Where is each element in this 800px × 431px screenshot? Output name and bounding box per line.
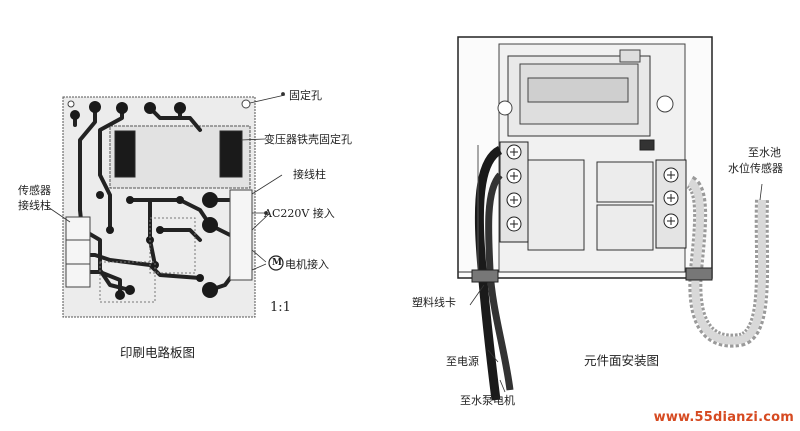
left-cables: [471, 145, 514, 401]
label-transformer-hole: 变压器铁壳固定孔: [264, 133, 352, 146]
label-motor: 电机接入: [285, 258, 329, 271]
left-terminal-block: [499, 141, 529, 243]
sensor-terminal-block: [65, 216, 91, 288]
assembly-box: [457, 36, 713, 279]
cable-clamp: [471, 269, 499, 283]
label-to-pool-line2: 水位传感器: [728, 162, 783, 175]
transformer-winding-right: [219, 130, 243, 178]
relay-left: [527, 159, 585, 251]
label-to-power: 至电源: [446, 355, 479, 368]
scale-label: 1:1: [270, 300, 291, 315]
label-cable-clamp: 塑料线卡: [412, 296, 456, 309]
assembly-leaders: [469, 183, 763, 393]
label-fixing-hole: 固定孔: [289, 89, 322, 102]
terminal-post-block: [229, 189, 253, 281]
label-motor-symbol: M: [272, 258, 282, 268]
label-terminal-post: 接线柱: [293, 168, 326, 181]
label-sensor-line2: 接线柱: [18, 199, 51, 212]
label-sensor-line1: 传感器: [18, 184, 51, 197]
motor-symbol: [268, 255, 284, 271]
label-ac220: AC220V 接入: [264, 207, 335, 220]
label-to-pool-line1: 至水池: [748, 146, 781, 159]
relay-right-top: [596, 161, 654, 203]
pcb-caption: 印刷电路板图: [120, 345, 196, 360]
right-terminal-block: [655, 159, 687, 249]
label-to-pump: 至水泵电机: [460, 394, 515, 407]
pcb-leaders: [44, 92, 286, 271]
assembly-caption: 元件面安装图: [584, 353, 660, 368]
fixing-hole: [241, 99, 251, 109]
pcb-traces: [73, 103, 247, 297]
transformer-winding-left: [114, 130, 136, 178]
watermark: www.55dianzi.com: [653, 410, 794, 425]
sensor-hose: [685, 175, 770, 348]
relay-right-bottom: [596, 204, 654, 251]
pcb-board: [62, 96, 256, 318]
